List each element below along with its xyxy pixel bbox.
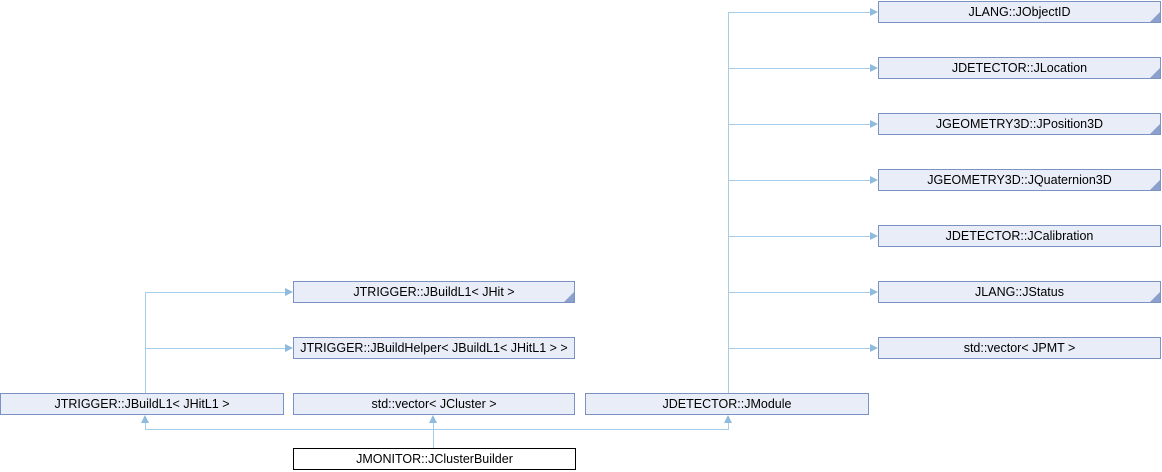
class-node-label: JTRIGGER::JBuildL1< JHit >	[353, 285, 515, 299]
class-node-jstatus[interactable]: JLANG::JStatus	[878, 281, 1161, 303]
arrowhead-icon	[870, 120, 878, 128]
connector-to-calibration	[728, 236, 870, 237]
class-node-label: JGEOMETRY3D::JQuaternion3D	[927, 173, 1112, 187]
arrowhead-icon	[870, 8, 878, 16]
connector-up-buildl1-jhitl1	[145, 423, 146, 429]
arrowhead-icon	[870, 288, 878, 296]
connector-to-position3d	[728, 124, 870, 125]
arrowhead-icon	[724, 415, 732, 423]
connector-buildl1-trunk	[145, 292, 146, 393]
truncation-fold-icon	[564, 292, 574, 302]
class-node-label: JLANG::JObjectID	[968, 5, 1071, 19]
class-node-jquaternion3d[interactable]: JGEOMETRY3D::JQuaternion3D	[878, 169, 1161, 191]
class-node-jcalibration[interactable]: JDETECTOR::JCalibration	[878, 225, 1161, 247]
class-node-jclusterbuilder-main: JMONITOR::JClusterBuilder	[293, 448, 576, 470]
class-node-label: JLANG::JStatus	[975, 285, 1064, 299]
truncation-fold-icon	[1150, 180, 1160, 190]
connector-up-module	[728, 423, 729, 429]
arrowhead-icon	[870, 176, 878, 184]
class-node-label: JMONITOR::JClusterBuilder	[356, 452, 513, 466]
class-node-vector-jcluster[interactable]: std::vector< JCluster >	[293, 393, 575, 415]
arrowhead-icon	[141, 415, 149, 423]
arrowhead-icon	[870, 64, 878, 72]
connector-up-vector-jcluster	[433, 423, 434, 448]
truncation-fold-icon	[1150, 12, 1160, 22]
class-node-jbuildl1-jhitl1[interactable]: JTRIGGER::JBuildL1< JHitL1 >	[0, 393, 284, 415]
class-node-vector-jpmt[interactable]: std::vector< JPMT >	[878, 337, 1161, 359]
connector-to-buildhelper	[145, 348, 285, 349]
truncation-fold-icon	[1150, 68, 1160, 78]
class-node-jmodule[interactable]: JDETECTOR::JModule	[585, 393, 869, 415]
class-node-label: JTRIGGER::JBuildL1< JHitL1 >	[54, 397, 230, 411]
connector-to-location	[728, 68, 870, 69]
connector-to-vector-jpmt	[728, 348, 870, 349]
class-node-label: JDETECTOR::JCalibration	[945, 229, 1094, 243]
class-node-jbuildl1-jhit[interactable]: JTRIGGER::JBuildL1< JHit >	[293, 281, 575, 303]
arrowhead-icon	[285, 344, 293, 352]
class-node-label: JDETECTOR::JModule	[662, 397, 792, 411]
arrowhead-icon	[870, 344, 878, 352]
class-node-jobjectid[interactable]: JLANG::JObjectID	[878, 1, 1161, 23]
class-node-jbuildhelper[interactable]: JTRIGGER::JBuildHelper< JBuildL1< JHitL1…	[293, 337, 575, 359]
class-node-label: JGEOMETRY3D::JPosition3D	[935, 117, 1104, 131]
connector-to-objectid	[728, 12, 870, 13]
truncation-fold-icon	[1150, 292, 1160, 302]
arrowhead-icon	[285, 288, 293, 296]
truncation-fold-icon	[1150, 124, 1160, 134]
class-node-label: JTRIGGER::JBuildHelper< JBuildL1< JHitL1…	[300, 341, 568, 355]
class-node-jposition3d[interactable]: JGEOMETRY3D::JPosition3D	[878, 113, 1161, 135]
connector-to-status	[728, 292, 870, 293]
arrowhead-icon	[870, 232, 878, 240]
connector-to-quaternion3d	[728, 180, 870, 181]
connector-clusterbuilder-bus	[145, 429, 729, 430]
class-node-label: std::vector< JCluster >	[371, 397, 497, 411]
arrowhead-icon	[429, 415, 437, 423]
class-node-label: JDETECTOR::JLocation	[951, 61, 1088, 75]
class-node-jlocation[interactable]: JDETECTOR::JLocation	[878, 57, 1161, 79]
class-node-label: std::vector< JPMT >	[963, 341, 1076, 355]
connector-module-trunk	[728, 12, 729, 393]
connector-to-buildl1-jhit	[145, 292, 285, 293]
